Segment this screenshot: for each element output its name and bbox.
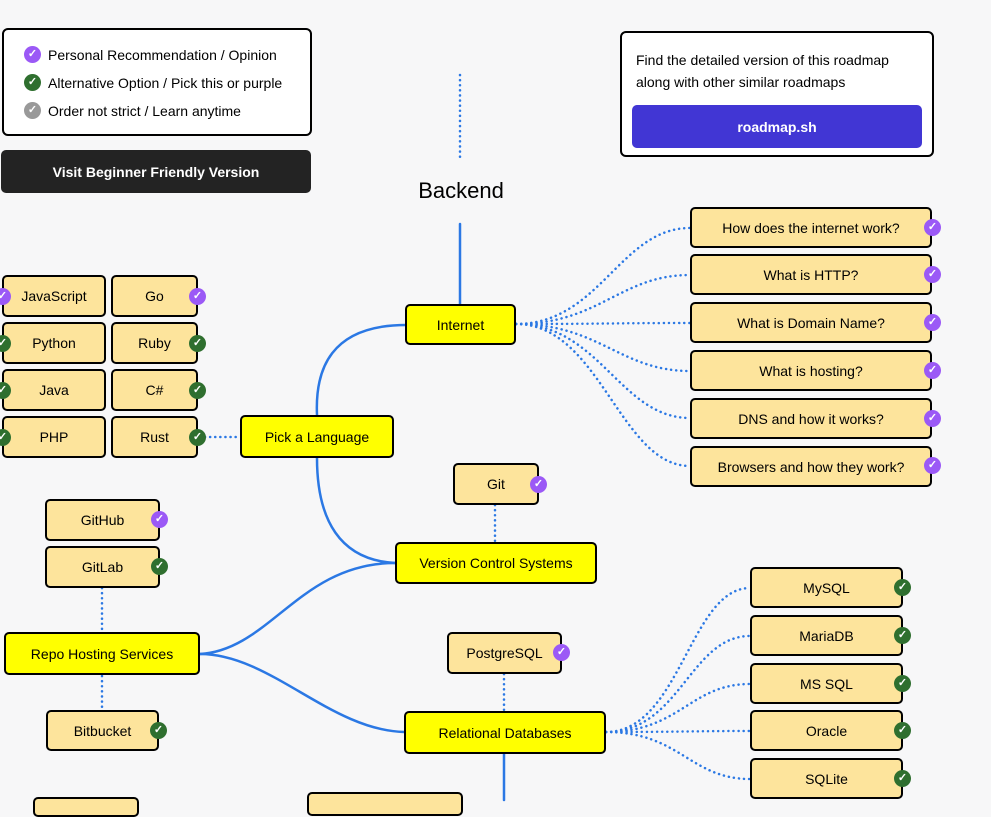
db-oracle[interactable]: Oracle	[750, 710, 903, 751]
topic-hosting[interactable]: What is hosting?	[690, 350, 932, 391]
db-mariadb[interactable]: MariaDB	[750, 615, 903, 656]
check-icon: ✓	[894, 722, 911, 739]
lang-go[interactable]: Go	[111, 275, 198, 317]
tool-git[interactable]: Git	[453, 463, 539, 505]
db-mssql[interactable]: MS SQL	[750, 663, 903, 704]
legend-box: ✓ Personal Recommendation / Opinion ✓ Al…	[2, 28, 312, 136]
check-icon: ✓	[189, 288, 206, 305]
db-mysql[interactable]: MySQL	[750, 567, 903, 608]
check-icon: ✓	[924, 266, 941, 283]
lang-java[interactable]: Java	[2, 369, 106, 411]
lang-javascript[interactable]: JavaScript	[2, 275, 106, 317]
legend-label: Alternative Option / Pick this or purple	[48, 74, 283, 91]
check-icon: ✓	[924, 410, 941, 427]
node-pick-language[interactable]: Pick a Language	[240, 415, 394, 458]
topic-http[interactable]: What is HTTP?	[690, 254, 932, 295]
roadmap-title: Backend	[418, 178, 504, 203]
check-icon: ✓	[0, 335, 11, 352]
host-bitbucket[interactable]: Bitbucket	[46, 710, 159, 751]
roadmap-link-button[interactable]: roadmap.sh	[632, 105, 922, 148]
promo-text: Find the detailed version of this roadma…	[636, 52, 889, 90]
promo-box: Find the detailed version of this roadma…	[620, 31, 934, 157]
check-icon: ✓	[924, 314, 941, 331]
node-relational-databases[interactable]: Relational Databases	[404, 711, 606, 754]
check-icon: ✓	[151, 511, 168, 528]
topic-browsers[interactable]: Browsers and how they work?	[690, 446, 932, 487]
check-icon: ✓	[894, 770, 911, 787]
beginner-version-button[interactable]: Visit Beginner Friendly Version	[1, 150, 311, 193]
check-icon: ✓	[0, 429, 11, 446]
topic-domain-name[interactable]: What is Domain Name?	[690, 302, 932, 343]
check-icon: ✓	[894, 627, 911, 644]
check-icon: ✓	[924, 362, 941, 379]
partial-node[interactable]	[33, 797, 139, 817]
topic-internet-work[interactable]: How does the internet work?	[690, 207, 932, 248]
check-icon: ✓	[530, 476, 547, 493]
topic-dns[interactable]: DNS and how it works?	[690, 398, 932, 439]
check-icon: ✓	[0, 382, 11, 399]
legend-item-alternative: ✓ Alternative Option / Pick this or purp…	[24, 74, 282, 91]
partial-node[interactable]	[307, 792, 463, 816]
node-version-control[interactable]: Version Control Systems	[395, 542, 597, 584]
check-icon: ✓	[924, 457, 941, 474]
check-icon: ✓	[24, 46, 41, 63]
lang-python[interactable]: Python	[2, 322, 106, 364]
db-postgresql[interactable]: PostgreSQL	[447, 632, 562, 674]
lang-rust[interactable]: Rust	[111, 416, 198, 458]
legend-label: Personal Recommendation / Opinion	[48, 46, 277, 63]
lang-php[interactable]: PHP	[2, 416, 106, 458]
check-icon: ✓	[151, 558, 168, 575]
host-gitlab[interactable]: GitLab	[45, 546, 160, 588]
check-icon: ✓	[24, 102, 41, 119]
node-internet[interactable]: Internet	[405, 304, 516, 345]
node-repo-hosting[interactable]: Repo Hosting Services	[4, 632, 200, 675]
check-icon: ✓	[894, 579, 911, 596]
check-icon: ✓	[0, 288, 11, 305]
check-icon: ✓	[189, 335, 206, 352]
check-icon: ✓	[189, 429, 206, 446]
lang-csharp[interactable]: C#	[111, 369, 198, 411]
host-github[interactable]: GitHub	[45, 499, 160, 541]
check-icon: ✓	[150, 722, 167, 739]
check-icon: ✓	[24, 74, 41, 91]
legend-item-order-not-strict: ✓ Order not strict / Learn anytime	[24, 102, 241, 119]
check-icon: ✓	[924, 219, 941, 236]
legend-item-recommended: ✓ Personal Recommendation / Opinion	[24, 46, 277, 63]
db-sqlite[interactable]: SQLite	[750, 758, 903, 799]
lang-ruby[interactable]: Ruby	[111, 322, 198, 364]
check-icon: ✓	[189, 382, 206, 399]
check-icon: ✓	[894, 675, 911, 692]
check-icon: ✓	[553, 644, 570, 661]
legend-label: Order not strict / Learn anytime	[48, 102, 241, 119]
